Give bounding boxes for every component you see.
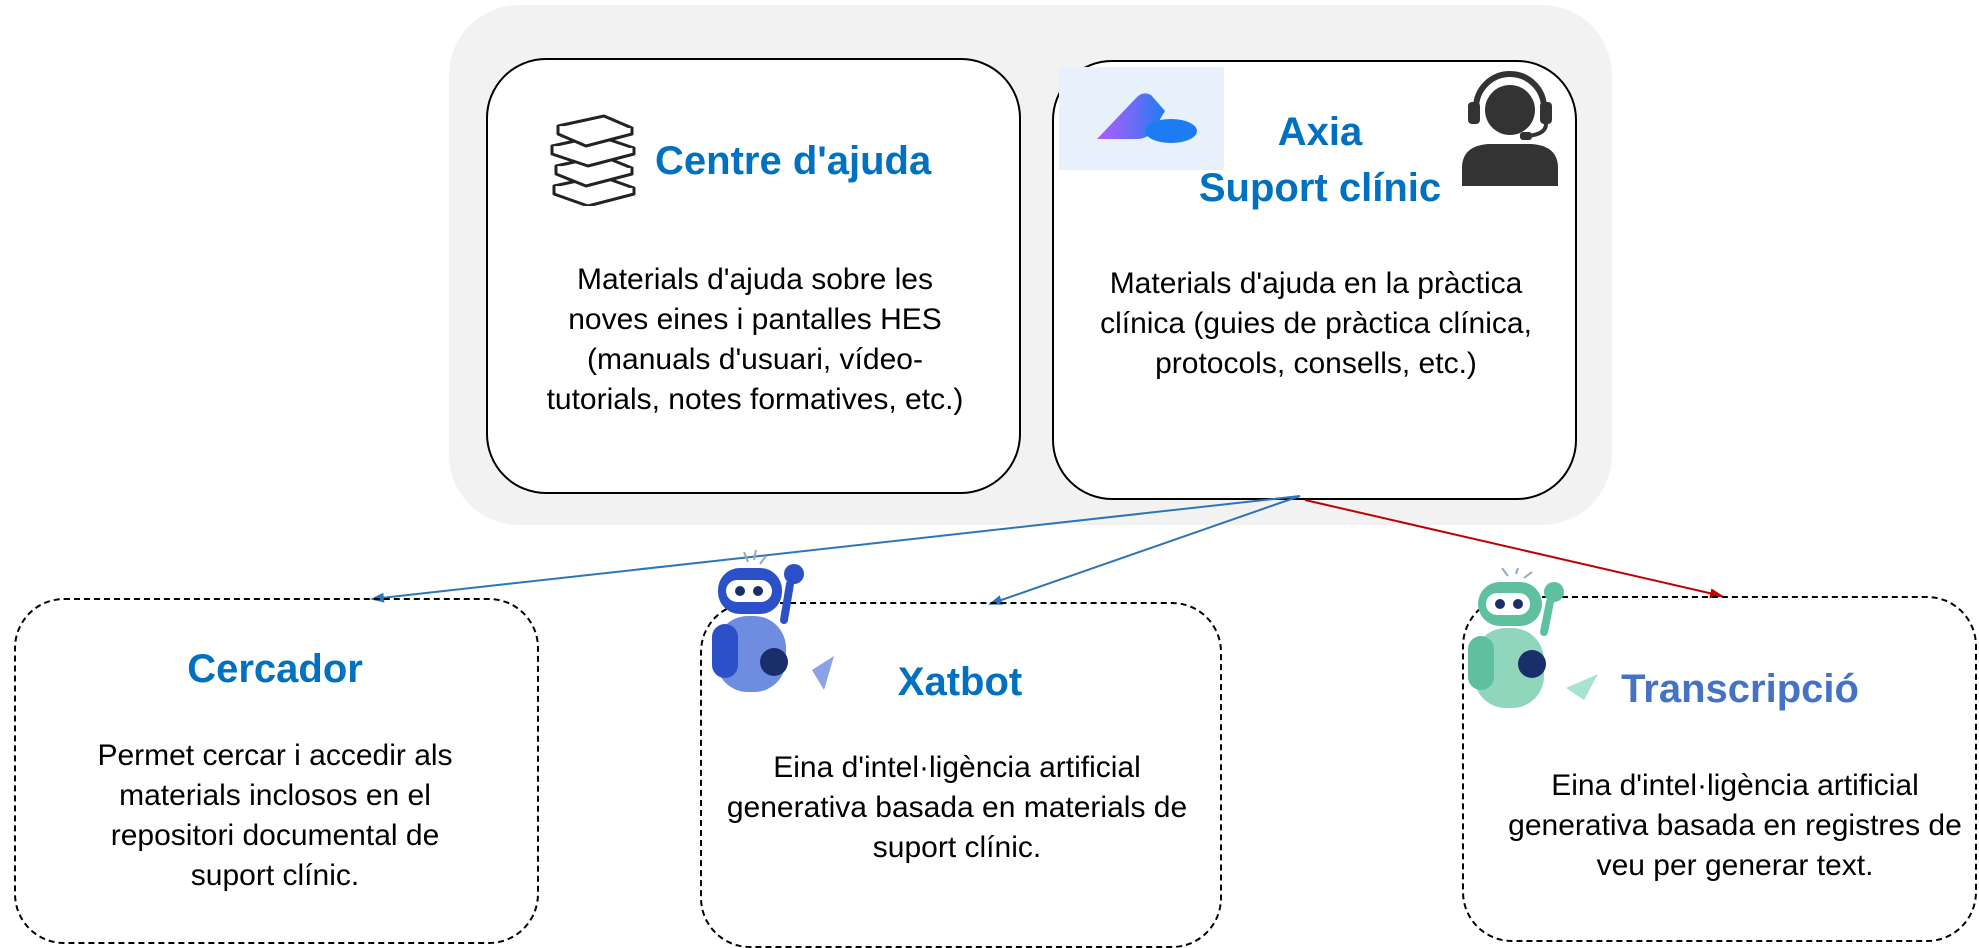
axia-title-line2: Suport clínic [1198, 166, 1442, 210]
axia-body: Materials d'ajuda en la pràctica clínica… [1100, 267, 1532, 380]
transcripcio-box[interactable] [1462, 596, 1977, 942]
xatbot-title: Xatbot [897, 660, 1023, 704]
cercador-box[interactable] [14, 598, 539, 944]
xatbot-body: Eina d'intel·ligència artificial generat… [726, 751, 1188, 864]
arrow-to-transcripcio [1304, 499, 1724, 599]
arrow-to-cercador [370, 495, 1301, 603]
cercador-body: Permet cercar i accedir als materials in… [97, 739, 453, 892]
support-agent-icon [1462, 71, 1558, 186]
transcripcio-title: Transcripció [1621, 667, 1859, 711]
robot-green-icon [1468, 568, 1598, 708]
centre-ajuda-body: Materials d'ajuda sobre les noves eines … [546, 263, 964, 416]
arrow-to-xatbot [988, 495, 1301, 605]
transcripcio-body: Eina d'intel·ligència artificial generat… [1508, 769, 1962, 882]
cercador-title: Cercador [187, 647, 363, 691]
axia-title-line1: Axia [1277, 110, 1363, 154]
xatbot-box[interactable] [700, 602, 1222, 948]
robot-blue-icon [712, 550, 834, 692]
books-icon [550, 114, 636, 206]
axia-logo-icon [1059, 67, 1224, 170]
centre-ajuda-title: Centre d'ajuda [655, 139, 932, 183]
